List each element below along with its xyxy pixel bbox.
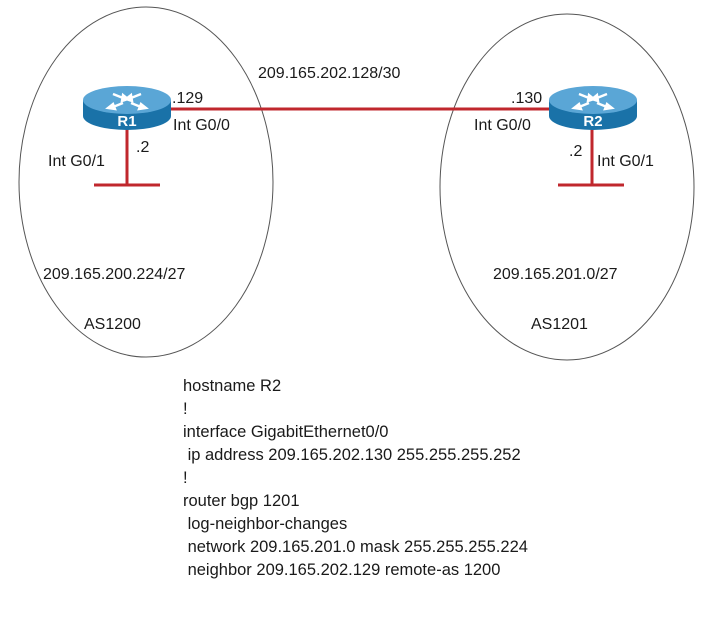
config-line: ip address 209.165.202.130 255.255.255.2…	[183, 446, 521, 464]
router-r2-label: R2	[583, 113, 602, 130]
config-line: log-neighbor-changes	[183, 515, 348, 533]
r2-g00-interface-label: Int G0/0	[474, 117, 531, 134]
config-line: interface GigabitEthernet0/0	[183, 423, 389, 441]
r1-g00-host-label: .129	[172, 90, 203, 107]
config-line: neighbor 209.165.202.129 remote-as 1200	[183, 561, 501, 579]
r2-lan-subnet-label: 209.165.201.0/27	[493, 266, 618, 283]
as1200-label: AS1200	[84, 316, 141, 333]
config-line: !	[183, 400, 188, 418]
r1-g00-interface-label: Int G0/0	[173, 117, 230, 134]
router-r1-label: R1	[117, 113, 136, 130]
r2-lan-segment	[558, 128, 624, 187]
r2-config-block: hostname R2 ! interface GigabitEthernet0…	[183, 375, 703, 582]
as1201-ellipse	[439, 13, 695, 361]
router-r1-icon[interactable]: R1	[83, 86, 171, 130]
wan-subnet-label: 209.165.202.128/30	[258, 65, 400, 82]
config-line: router bgp 1201	[183, 492, 300, 510]
as1200-ellipse	[18, 6, 274, 358]
config-line: hostname R2	[183, 377, 282, 395]
config-line: network 209.165.201.0 mask 255.255.255.2…	[183, 538, 528, 556]
r2-g01-host-label: .2	[569, 143, 582, 160]
router-r2-icon[interactable]: R2	[549, 86, 637, 130]
r1-g01-interface-label: Int G0/1	[48, 153, 105, 170]
r1-lan-segment	[94, 128, 160, 187]
config-line: !	[183, 469, 188, 487]
as1201-label: AS1201	[531, 316, 588, 333]
r2-g00-host-label: .130	[511, 90, 542, 107]
r1-g01-host-label: .2	[136, 139, 149, 156]
r1-lan-subnet-label: 209.165.200.224/27	[43, 266, 185, 283]
r2-g01-interface-label: Int G0/1	[597, 153, 654, 170]
